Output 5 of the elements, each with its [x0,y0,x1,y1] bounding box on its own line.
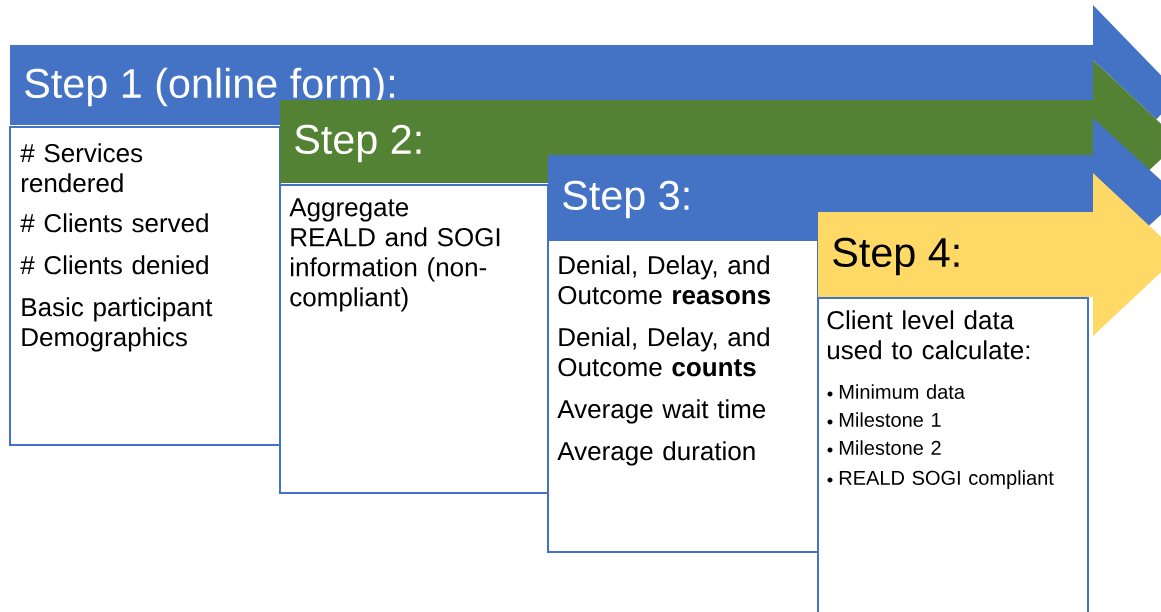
text-box: Denial, Delay, and Outcome reasons Denial, Delay, and Outcome counts Average wait time Average duration [547,239,819,553]
text-box: Client level data used to calculate: Minimum data Milestone 1 Milestone 2 REALD SOGI compliant [817,297,1089,612]
step-banner: Step 1 (online form): [10,5,1161,125]
text-box: Aggregate REALD and SOGI information (non-compliant) [279,184,549,494]
text-box: # Services rendered # Clients served # Clients denied Basic participant Demographics [9,126,281,446]
